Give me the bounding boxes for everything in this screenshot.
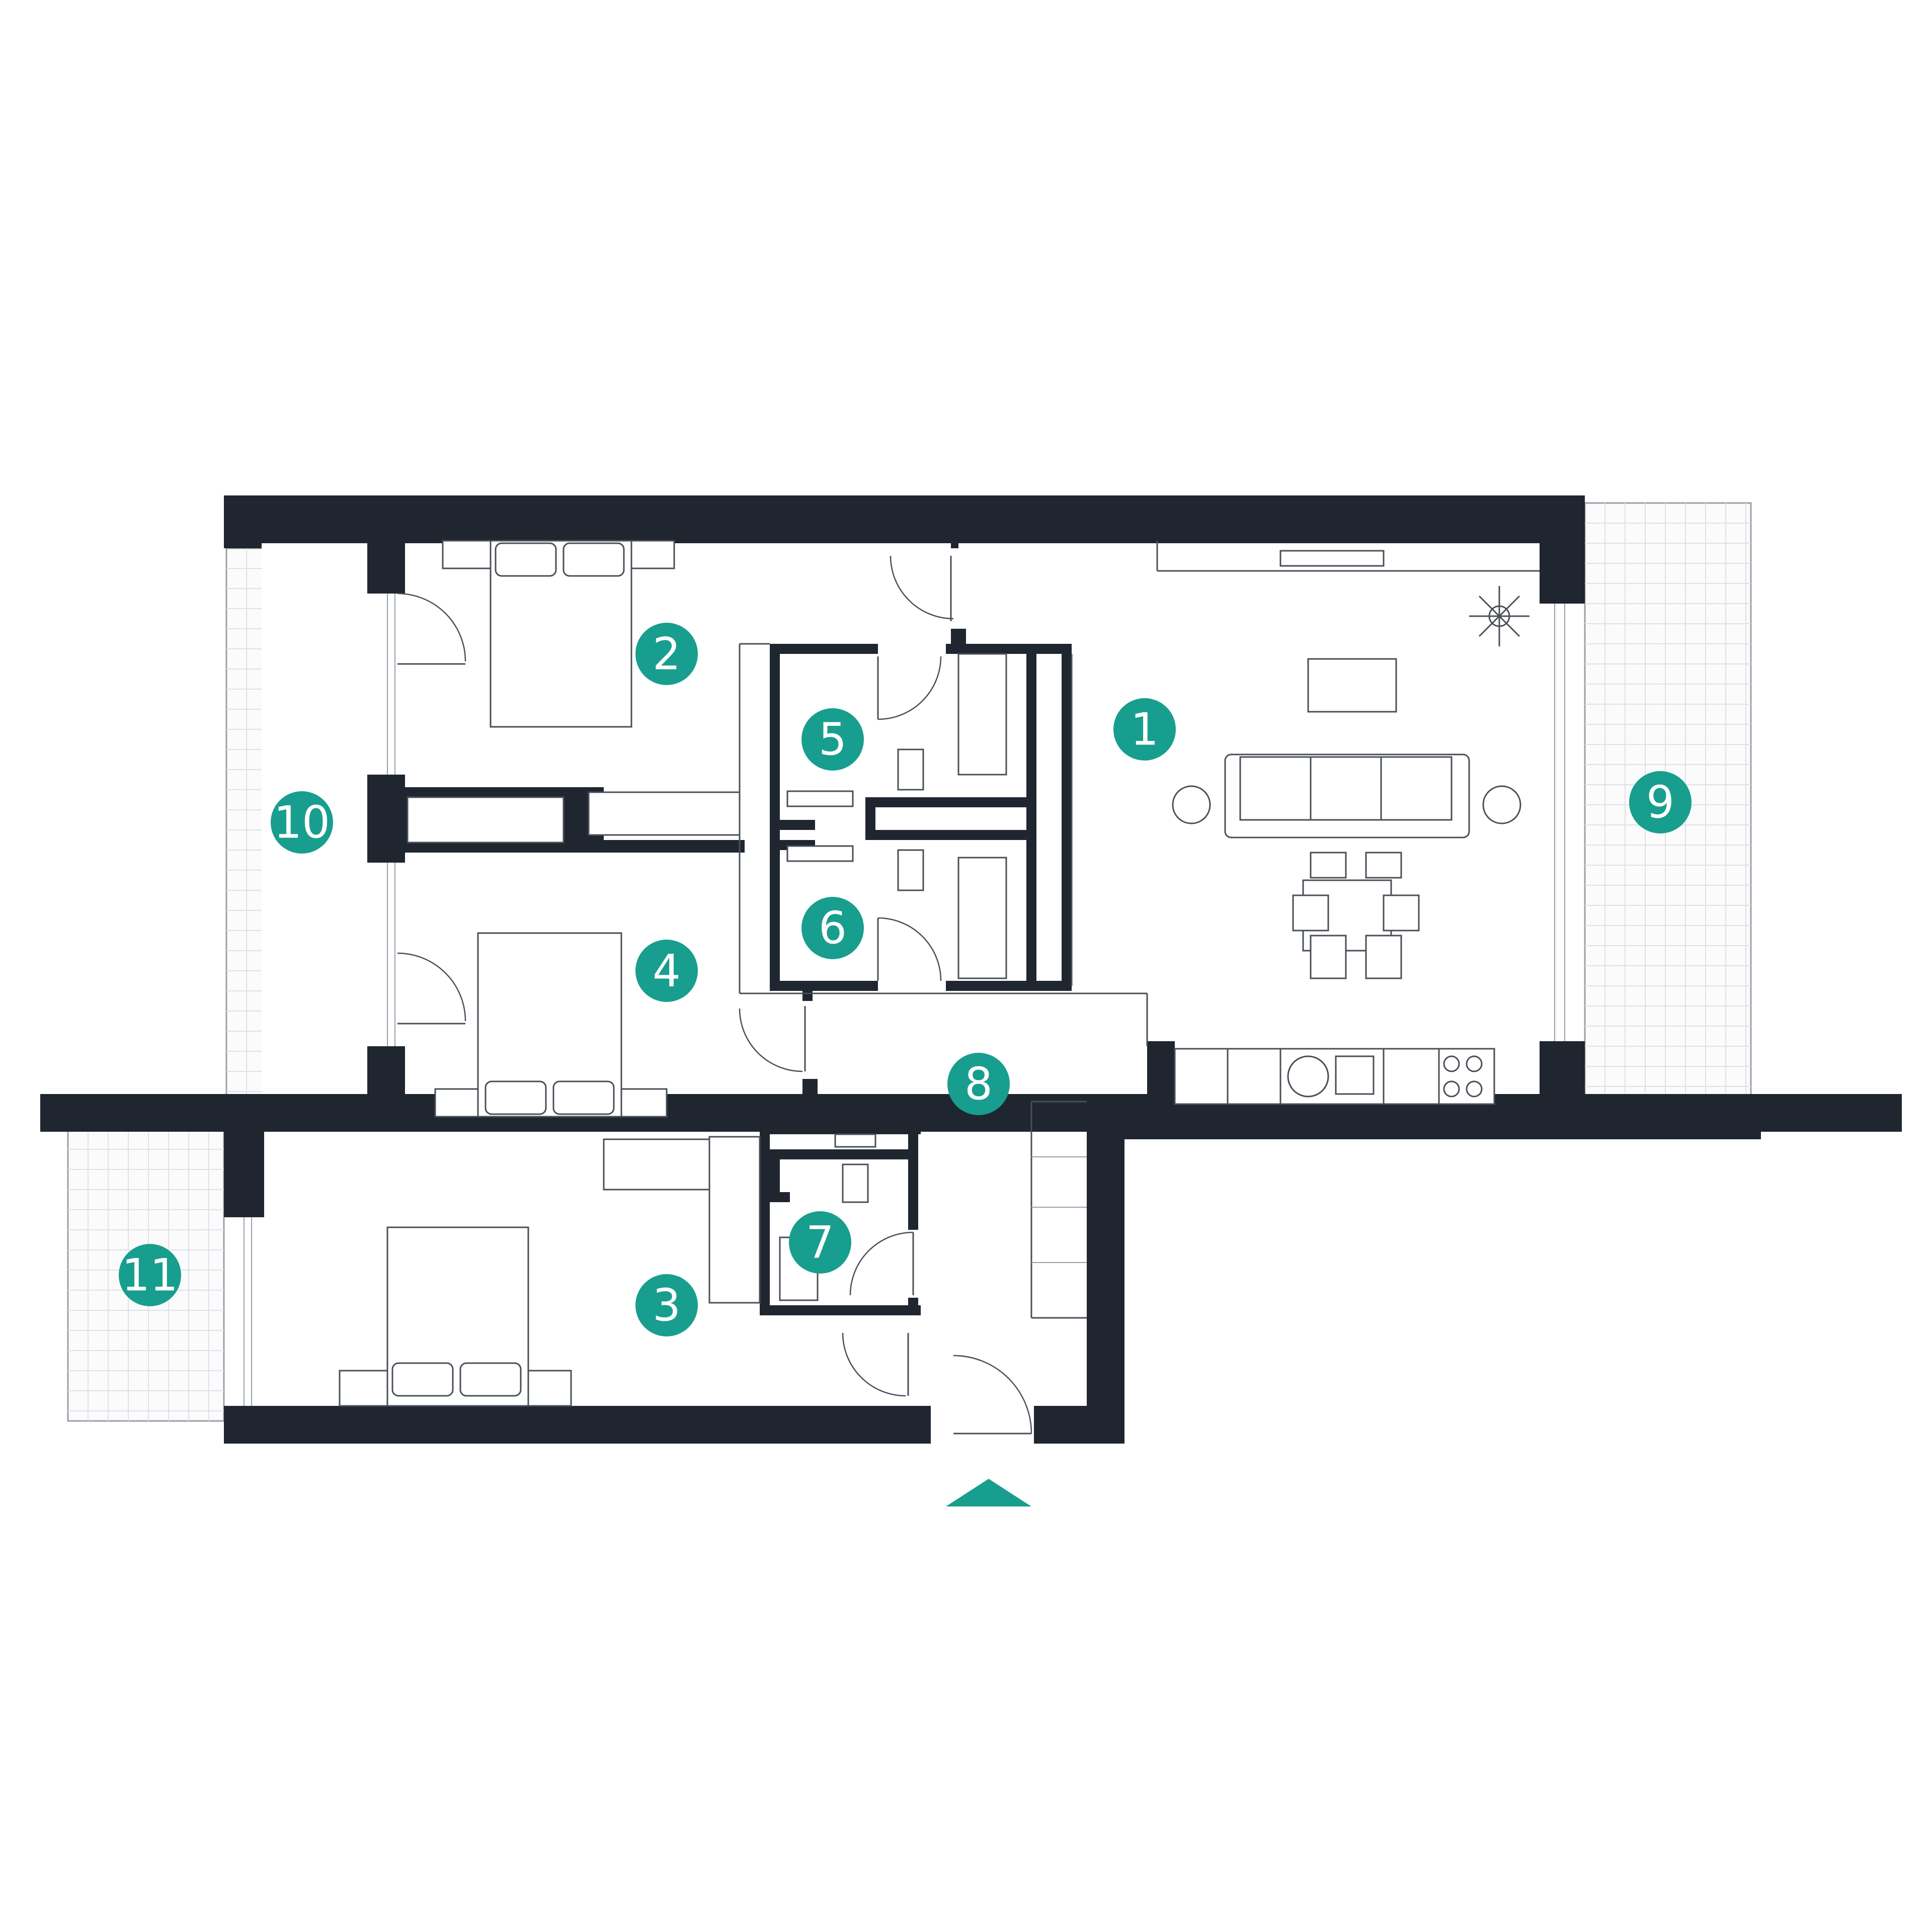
room-badge-5: 5 (801, 708, 864, 771)
room-label-10: 10 (274, 797, 330, 849)
partitions (244, 541, 1565, 1406)
room-badge-1: 1 (1113, 698, 1176, 761)
entrance-arrow-icon (946, 1479, 1031, 1506)
doors (397, 555, 1032, 1435)
walls (40, 495, 1902, 1444)
room-label-4: 4 (653, 945, 681, 997)
plant-icon (1469, 586, 1530, 646)
room-badge-6: 6 (801, 897, 864, 959)
room-badge-7: 7 (789, 1211, 851, 1274)
living-furniture (1172, 550, 1521, 979)
room-badge-3: 3 (635, 1274, 698, 1336)
room-label-3: 3 (653, 1280, 681, 1331)
room-label-1: 1 (1131, 704, 1159, 755)
room-label-11: 11 (122, 1249, 178, 1301)
room-label-9: 9 (1646, 777, 1674, 828)
room-label-2: 2 (653, 628, 681, 680)
room-badges: 1 2 3 4 5 6 7 8 (119, 623, 1692, 1336)
kitchen-counter (1174, 1048, 1495, 1105)
room-label-8: 8 (964, 1058, 993, 1110)
room-badge-10: 10 (271, 791, 333, 854)
room-badge-2: 2 (635, 623, 698, 685)
bed-room-4 (434, 932, 668, 1118)
bed-room-3 (339, 1226, 572, 1407)
room-badge-11: 11 (119, 1244, 181, 1306)
room-label-7: 7 (806, 1217, 834, 1269)
room-badge-8: 8 (947, 1053, 1010, 1115)
bath-counters (786, 653, 1007, 979)
bed-room-2 (442, 540, 675, 728)
room-label-6: 6 (819, 902, 847, 954)
wardrobes (407, 791, 761, 1304)
room-badge-4: 4 (635, 940, 698, 1002)
room-badge-9: 9 (1629, 771, 1692, 833)
room-label-5: 5 (819, 714, 847, 766)
